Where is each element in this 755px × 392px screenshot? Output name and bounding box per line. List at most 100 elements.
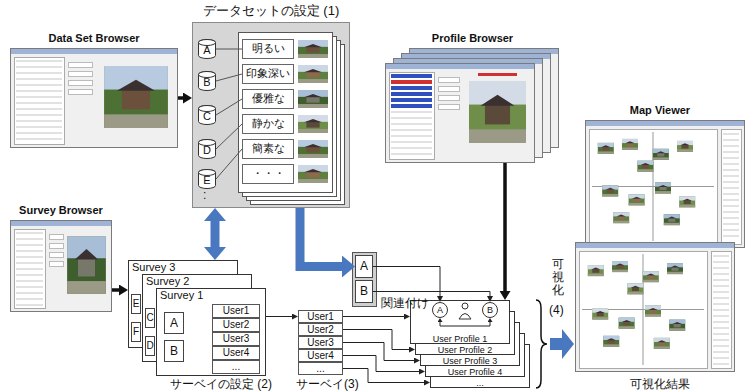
photo-trees (298, 115, 328, 133)
form-field (69, 72, 93, 77)
list-line (391, 118, 432, 119)
photo-building (306, 47, 319, 53)
photo-building (659, 187, 666, 191)
photo-thumbnail (598, 143, 614, 154)
list-line (391, 142, 432, 143)
screenshot (576, 243, 735, 372)
list-line (16, 79, 62, 80)
user-cell-shape (213, 319, 260, 332)
window-frame (386, 64, 535, 163)
list-line (16, 67, 62, 68)
photo-sky (298, 90, 328, 97)
list-line (391, 130, 432, 131)
photo-ground (298, 104, 328, 108)
item-cell: F (131, 322, 141, 342)
photo-sky (602, 185, 618, 189)
photo-building (633, 199, 640, 203)
list-line (16, 275, 43, 276)
list-line (16, 305, 43, 306)
link-line (216, 149, 242, 179)
list-item (391, 74, 432, 78)
photo-roof (658, 185, 668, 187)
photo-thumbnail (67, 237, 106, 294)
adjective-cell: 簡素な (242, 139, 294, 159)
list-line (723, 236, 739, 237)
item-circle: A (432, 302, 448, 318)
photo-ground (669, 328, 685, 330)
photo-sky (592, 309, 608, 313)
list-line (713, 352, 729, 353)
photo-thumbnail (104, 66, 168, 128)
adjective-text: 静かな (252, 117, 285, 130)
list-line (723, 194, 739, 195)
cylinder-body (199, 170, 216, 189)
photo-thumbnail (637, 161, 653, 172)
photo-building (306, 122, 319, 128)
item-letter: B (360, 284, 368, 298)
list-line (713, 310, 729, 311)
label-box: 可視化結果 (630, 377, 690, 391)
dataset-letter: E (203, 174, 210, 187)
photo-caption-mark (478, 73, 517, 76)
photo-ground (654, 346, 670, 348)
browser-window: Map Viewer (575, 120, 745, 372)
step-caption: 可視化 (552, 258, 564, 298)
thin-arrow (343, 330, 409, 350)
photo-ground (637, 169, 653, 171)
photo-thumbnail (653, 149, 669, 160)
photo-ground (653, 157, 669, 159)
item-letter: D (146, 340, 153, 352)
photo-roof (591, 268, 601, 270)
item-circle-shape (483, 303, 498, 318)
list-line (713, 292, 729, 293)
survey-title: Survey 1 (160, 289, 262, 301)
list-line (713, 286, 729, 287)
link-line (216, 74, 242, 81)
photo-building (616, 265, 623, 269)
browser-window: Data Set Browser (10, 48, 178, 148)
photo-ground (645, 314, 661, 316)
photo-trees (598, 143, 614, 154)
side-list (712, 252, 732, 369)
photo-building (608, 340, 615, 344)
item-cell: B (164, 340, 184, 362)
list-line (723, 218, 739, 219)
window-caption: Map Viewer (575, 104, 745, 117)
photo-roof (615, 264, 625, 266)
map-area (580, 252, 708, 369)
person-icon (459, 303, 471, 319)
item-cell-shape (146, 337, 155, 356)
front-card (239, 33, 333, 193)
photo-sky (622, 139, 638, 143)
list-line (723, 188, 739, 189)
relation-arrow (440, 322, 490, 326)
photo-thumbnail (677, 141, 693, 152)
window-titlebar (586, 121, 744, 126)
list-line (391, 148, 432, 149)
list-line (16, 257, 43, 258)
thin-arrow (373, 292, 490, 297)
list-line (713, 328, 729, 329)
browser-window: Profile Browser (385, 48, 560, 163)
list-line (713, 268, 729, 269)
person-head (462, 303, 468, 309)
label-box: サーベイの設定 (2) (170, 377, 272, 391)
list-line (713, 364, 729, 365)
photo-building (626, 143, 633, 147)
dataset-letter: C (203, 110, 211, 123)
profile-card: User Profile 2 (415, 311, 515, 355)
link-line (216, 99, 242, 115)
cylinder-body (199, 72, 216, 91)
window-frame (576, 243, 735, 372)
photo-roof (631, 286, 641, 288)
photo-building (592, 269, 599, 273)
flow-arrow (178, 96, 183, 100)
item-letter: E (133, 298, 140, 310)
photo-roof (622, 320, 632, 322)
photo-ground (655, 191, 671, 193)
adjective-cell-shape (243, 165, 294, 184)
list-line (16, 299, 43, 300)
survey-sheet: EFSurvey 3 (128, 260, 238, 348)
photo-sky (677, 141, 693, 145)
photo-sky (679, 196, 695, 200)
